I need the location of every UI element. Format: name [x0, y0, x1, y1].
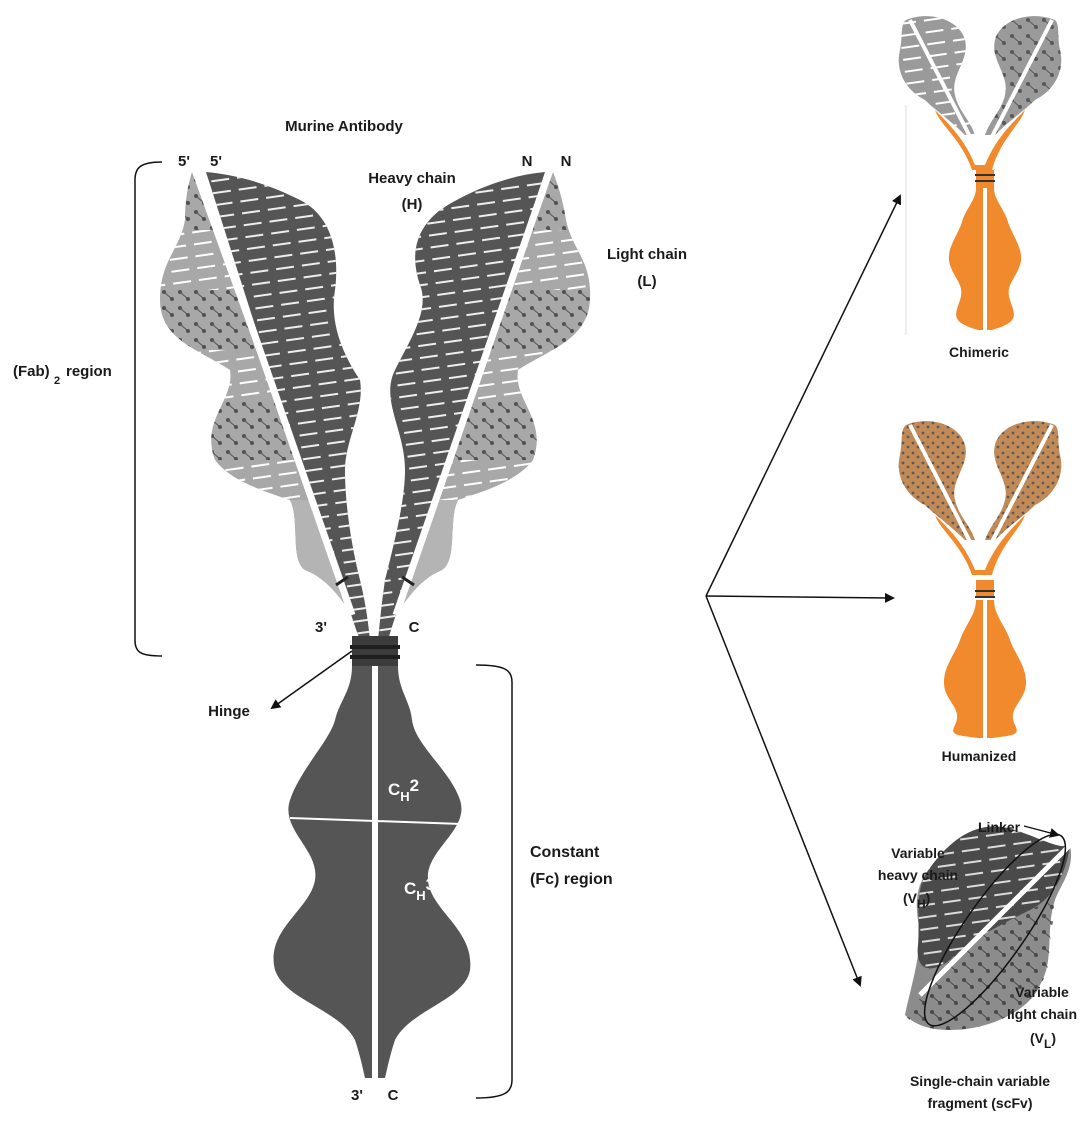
scfv-label-line2: fragment (scFv) [927, 1095, 1032, 1111]
vh-label-line2: heavy chain [878, 867, 958, 883]
murine-antibody [135, 162, 600, 1098]
linker-label: Linker [978, 819, 1021, 835]
n-terminus-right: N [561, 153, 572, 170]
constant-region-line2: (Fc) region [530, 871, 613, 888]
murine-title: Murine Antibody [285, 118, 403, 135]
five-prime-left: 5' [178, 153, 190, 170]
vh-label-line1: Variable [891, 845, 945, 861]
light-chain-abbr: (L) [637, 273, 656, 290]
heavy-chain-abbr: (H) [402, 196, 423, 213]
hinge-label: Hinge [208, 703, 250, 720]
constant-region-line1: Constant [530, 844, 600, 861]
vl-label-line1: Variable [1015, 984, 1069, 1000]
humanized-antibody [899, 421, 1062, 738]
fc-region [274, 666, 471, 1080]
hinge-region [350, 636, 400, 666]
variant-arrows [706, 196, 900, 985]
three-prime-bottom: 3' [351, 1087, 363, 1104]
scfv-label-line1: Single-chain variable [910, 1073, 1050, 1089]
fab-region-suffix: region [66, 363, 112, 380]
heavy-chain-label: Heavy chain [368, 170, 456, 187]
fc-bracket [476, 665, 512, 1098]
light-chain-label: Light chain [607, 246, 687, 263]
fab-region-subscript: 2 [54, 375, 60, 387]
c-terminus-top: C [409, 619, 420, 636]
vl-label-line2: light chain [1007, 1006, 1077, 1022]
hinge-arrow [272, 651, 352, 708]
vl-abbr: (VL) [1030, 1030, 1056, 1051]
three-prime-top: 3' [315, 619, 327, 636]
humanized-label: Humanized [942, 748, 1017, 764]
chimeric-antibody [899, 16, 1062, 335]
five-prime-right: 5' [210, 153, 222, 170]
chimeric-label: Chimeric [949, 344, 1009, 360]
c-terminus-bottom: C [388, 1087, 399, 1104]
fab-bracket [135, 162, 162, 656]
fab-region-label: (Fab) [13, 363, 50, 380]
n-terminus-left: N [522, 153, 533, 170]
